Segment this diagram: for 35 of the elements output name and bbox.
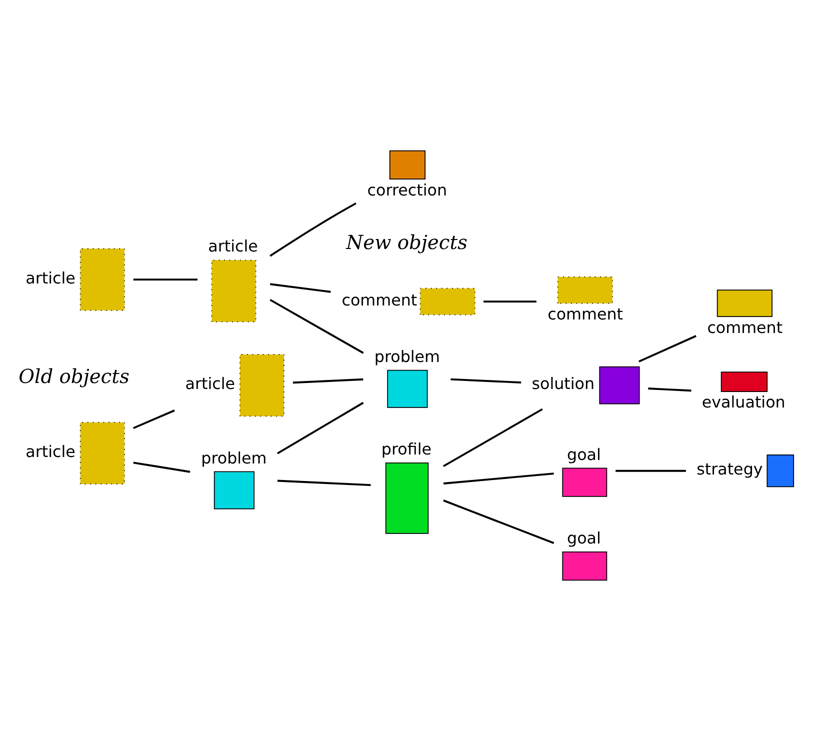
node-label: problem: [374, 346, 440, 366]
node-label: article: [26, 268, 76, 288]
connector: [484, 300, 536, 303]
node-label: comment: [707, 318, 783, 337]
connector: [292, 378, 364, 384]
node-label: goal: [567, 444, 601, 464]
connector: [443, 408, 543, 468]
connector: [443, 500, 554, 544]
connector: [270, 283, 331, 293]
connector: [132, 410, 175, 430]
connector: [450, 378, 522, 384]
connector: [270, 202, 356, 257]
connector: [443, 472, 554, 484]
connector: [133, 462, 190, 473]
connector: [277, 480, 371, 486]
node-label: comment: [548, 304, 623, 324]
node-label: correction: [367, 180, 448, 200]
node-label: goal: [567, 528, 601, 548]
label: Old objects: [18, 365, 130, 388]
node-label: evaluation: [702, 392, 786, 412]
node-label: article: [208, 236, 258, 256]
node-label: solution: [532, 374, 595, 394]
connector: [270, 298, 364, 354]
connector: [276, 402, 364, 454]
node-label: problem: [201, 448, 267, 468]
connector: [648, 388, 692, 392]
connector: [638, 335, 696, 362]
node-label: article: [185, 374, 236, 394]
connector: [133, 278, 198, 281]
label: New objects: [346, 231, 468, 254]
node-label: comment: [342, 290, 418, 310]
connector: [616, 470, 686, 472]
node-label: strategy: [696, 460, 763, 479]
node-label: article: [26, 442, 76, 462]
node-label: profile: [381, 439, 432, 458]
